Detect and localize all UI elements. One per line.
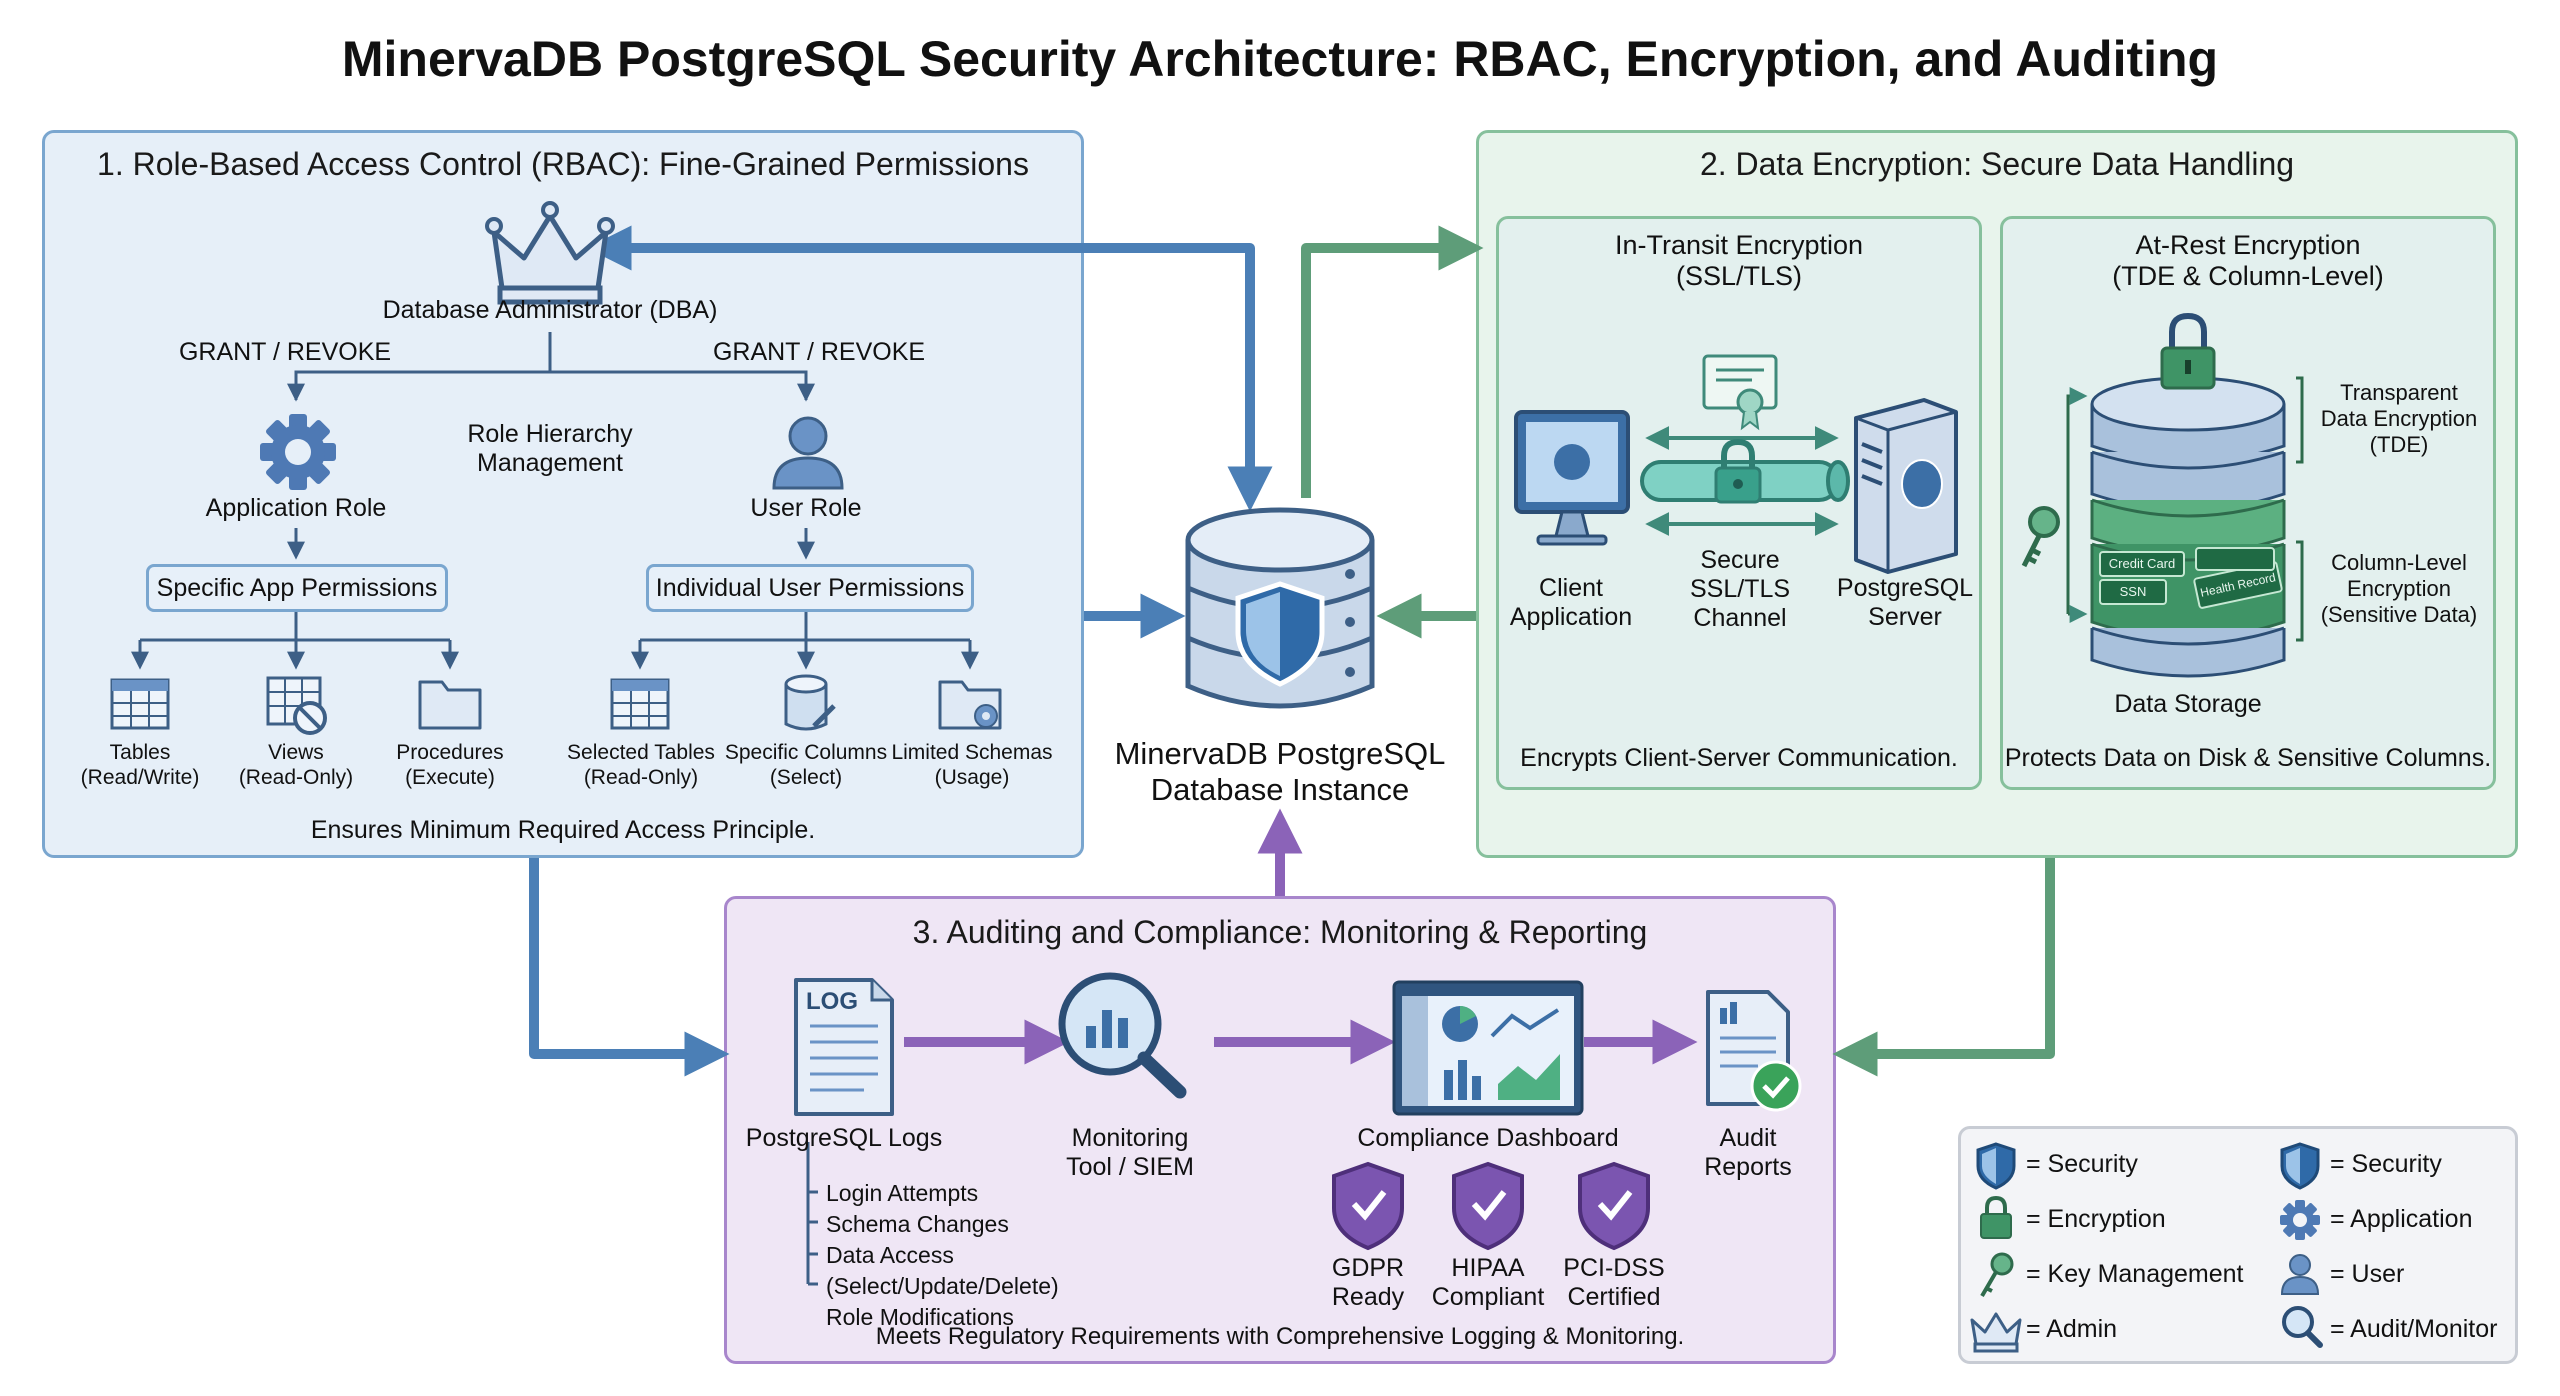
certificate-icon: [1702, 354, 1778, 431]
user-icon: [2280, 1254, 2320, 1295]
legend-item: = User: [2330, 1260, 2405, 1288]
magnifier-icon: [1058, 972, 1187, 1099]
perm-item: Views(Read-Only): [238, 741, 354, 789]
dashboard-icon: [1392, 980, 1584, 1116]
audit-title: 3. Auditing and Compliance: Monitoring &…: [912, 914, 1648, 950]
list-item: Role Modifications: [826, 1304, 1014, 1330]
data-storage-label: Data Storage: [2114, 690, 2262, 718]
key-icon: [2021, 506, 2060, 568]
shield-icon: [1578, 1161, 1650, 1251]
postgresql-logs-label: PostgreSQL Logs: [745, 1124, 943, 1152]
tde-label: Transparent Data Encryption (TDE): [2320, 380, 2478, 457]
dashboard-label: Compliance Dashboard: [1357, 1124, 1619, 1152]
legend-item: = Security: [2026, 1150, 2138, 1178]
client-label: Client Application: [1509, 574, 1633, 631]
table-icon: [610, 678, 670, 730]
dba-db-arrow: [586, 225, 1273, 512]
in-transit-title: In-Transit Encryption (SSL/TLS): [1614, 230, 1864, 291]
perm-item: Specific Columns(Select): [724, 741, 888, 789]
channel-label: Secure SSL/TLS Channel: [1689, 546, 1791, 632]
legend-item: = Key Management: [2026, 1260, 2244, 1288]
hipaa-badge-label: HIPAA Compliant: [1431, 1254, 1545, 1311]
rbac-title: 1. Role-Based Access Control (RBAC): Fin…: [97, 146, 1029, 182]
lock-icon: [1980, 1195, 2012, 1239]
at-rest-footer: Protects Data on Disk & Sensitive Column…: [2004, 744, 2492, 772]
role-hierarchy-label: Role Hierarchy Management: [467, 420, 633, 477]
application-role-label: Application Role: [205, 494, 387, 522]
rbac-footer: Ensures Minimum Required Access Principl…: [310, 816, 816, 844]
crown-icon: [485, 201, 615, 305]
page-title: MinervaDB PostgreSQL Security Architectu…: [341, 31, 2219, 87]
at-rest-title: At-Rest Encryption (TDE & Column-Level): [2112, 230, 2384, 291]
storage-stack-icon: [2090, 376, 2286, 678]
app-permissions-box: Specific App Permissions: [146, 564, 448, 612]
log-items: Login Attempts Schema Changes Data Acces…: [826, 1178, 1186, 1333]
legend-item: = Encryption: [2026, 1205, 2166, 1233]
card-ssn: SSN: [2119, 584, 2147, 599]
legend-item: = Admin: [2026, 1315, 2118, 1343]
pci-badge-label: PCI-DSS Certified: [1563, 1254, 1665, 1311]
shield-icon: [2280, 1142, 2320, 1190]
audit-panel: [724, 896, 1836, 1364]
in-transit-footer: Encrypts Client-Server Communication.: [1520, 744, 1958, 772]
legend-item: = Application: [2330, 1205, 2473, 1233]
perm-item: Tables(Read/Write): [80, 741, 200, 789]
database-label: MinervaDB PostgreSQL Database Instance: [1114, 736, 1446, 807]
crown-icon: [1970, 1312, 2022, 1353]
schema-icon: [938, 680, 1002, 730]
folder-icon: [418, 680, 482, 730]
database-icon: [1185, 507, 1375, 709]
gdpr-badge-label: GDPR Ready: [1331, 1254, 1405, 1311]
column-level-label: Column-Level Encryption (Sensitive Data): [2320, 550, 2478, 627]
user-permissions-box: Individual User Permissions: [646, 564, 974, 612]
grant-revoke-left: GRANT / REVOKE: [178, 338, 392, 366]
key-icon: [1980, 1252, 2014, 1298]
dba-label: Database Administrator (DBA): [382, 296, 718, 324]
shield-icon: [1452, 1161, 1524, 1251]
user-role-label: User Role: [750, 494, 862, 522]
legend-panel: [1958, 1126, 2518, 1364]
server-icon: [1854, 398, 1958, 574]
shield-icon: [1332, 1161, 1404, 1251]
monitoring-label: Monitoring Tool / SIEM: [1066, 1124, 1194, 1181]
gear-icon: [2280, 1200, 2320, 1240]
rbac-to-audit-arrow: [529, 858, 730, 1077]
log-badge: LOG: [806, 988, 858, 1015]
grant-revoke-right: GRANT / REVOKE: [712, 338, 926, 366]
view-icon: [266, 676, 327, 735]
column-icon: [784, 674, 836, 731]
magnifier-icon: [2282, 1306, 2323, 1348]
legend-item: = Security: [2330, 1150, 2442, 1178]
lock-icon: [1714, 438, 1762, 504]
gear-icon: [260, 414, 336, 490]
db-to-encryption-arrow: [1301, 225, 1484, 498]
table-icon: [110, 678, 170, 730]
server-label: PostgreSQL Server: [1836, 574, 1974, 631]
list-item: Schema Changes: [826, 1211, 1009, 1237]
perm-item: Procedures(Execute): [396, 741, 504, 789]
legend-item: = Audit/Monitor: [2330, 1315, 2498, 1343]
shield-icon: [1976, 1142, 2016, 1190]
encryption-to-audit-arrow: [1832, 858, 2055, 1077]
audit-footer: Meets Regulatory Requirements with Compr…: [875, 1323, 1685, 1350]
user-icon: [772, 416, 844, 490]
list-item: Login Attempts: [826, 1180, 979, 1206]
list-item: Data Access (Select/Update/Delete): [826, 1242, 1059, 1299]
perm-item: Limited Schemas(Usage): [891, 741, 1053, 789]
monitor-icon: [1514, 410, 1630, 546]
report-icon: [1706, 990, 1802, 1112]
perm-item: Selected Tables(Read-Only): [567, 741, 715, 789]
encryption-title: 2. Data Encryption: Secure Data Handling: [1699, 146, 2295, 182]
lock-icon: [2160, 312, 2216, 390]
log-document-icon: [794, 978, 894, 1116]
card-credit: Credit Card: [2108, 556, 2176, 571]
audit-reports-label: Audit Reports: [1704, 1124, 1792, 1181]
